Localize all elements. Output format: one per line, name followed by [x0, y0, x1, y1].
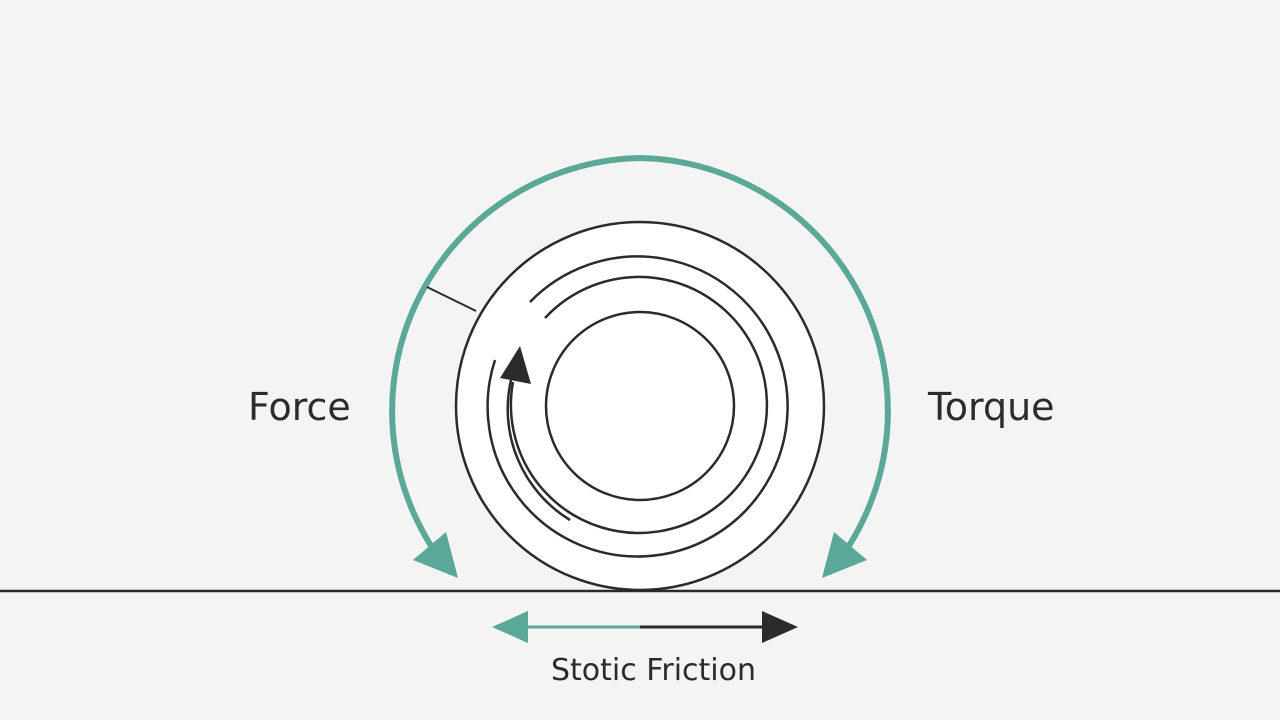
force-label: Force	[248, 385, 351, 429]
radius-pointer-line	[426, 286, 477, 312]
friction-arrowhead-right	[762, 611, 798, 643]
rotation-arrowhead	[500, 346, 531, 384]
friction-arrowhead-left	[492, 611, 528, 643]
right-torque-arc	[637, 155, 891, 575]
wheel-hub	[544, 310, 736, 502]
left-arc-arrowhead	[413, 532, 458, 578]
left-force-arc	[389, 155, 643, 575]
wheel-ring-3	[509, 275, 769, 535]
right-arc-arrowhead	[822, 532, 867, 578]
static-friction-label: Stotic Friction	[551, 653, 756, 688]
wheel-ring-2	[486, 255, 789, 558]
torque-label: Torque	[927, 385, 1055, 429]
rotation-arrow-arc	[506, 379, 571, 522]
